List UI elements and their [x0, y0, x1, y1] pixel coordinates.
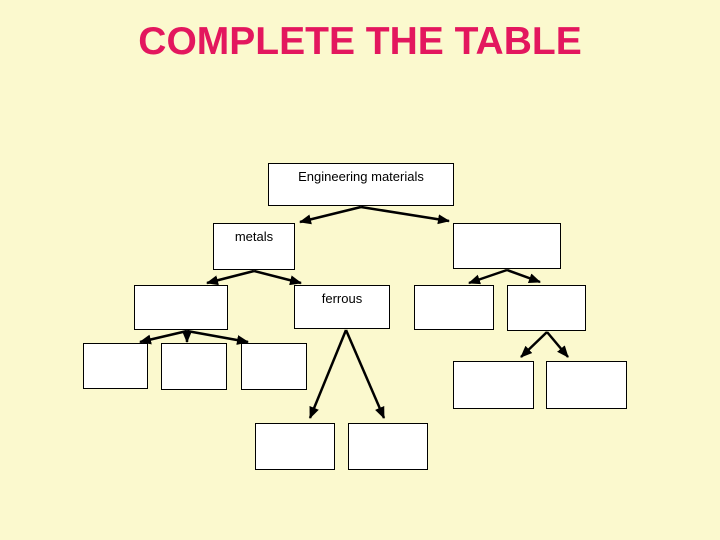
node-engineering-materials[interactable]: Engineering materials: [268, 163, 454, 206]
arrow-blank-2-to-blank-7: [186, 329, 249, 345]
arrow-blank-1-to-blank-3: [468, 268, 508, 285]
arrow-blank-4-to-blank-8: [520, 331, 548, 358]
node-blank-5[interactable]: [83, 343, 148, 389]
node-blank-2[interactable]: [134, 285, 228, 330]
arrow-blank-1-to-blank-4: [506, 268, 541, 284]
arrow-engineering-materials-to-metals: [299, 205, 362, 225]
node-metals[interactable]: metals: [213, 223, 295, 270]
node-blank-4[interactable]: [507, 285, 586, 331]
node-label: metals: [234, 229, 274, 244]
node-label: Engineering materials: [298, 169, 424, 184]
node-blank-3[interactable]: [414, 285, 494, 330]
node-blank-8[interactable]: [453, 361, 534, 409]
arrow-metals-to-blank-2: [206, 269, 255, 286]
arrow-engineering-materials-to-blank-1: [360, 205, 450, 225]
node-ferrous[interactable]: ferrous: [294, 285, 390, 329]
arrow-ferrous-to-blank-11: [344, 329, 386, 419]
slide-title: COMPLETE THE TABLE: [138, 20, 582, 63]
node-blank-9[interactable]: [546, 361, 627, 409]
node-blank-6[interactable]: [161, 343, 227, 390]
node-blank-7[interactable]: [241, 343, 307, 390]
node-label: ferrous: [321, 291, 363, 306]
arrow-ferrous-to-blank-10: [308, 329, 348, 419]
arrow-blank-2-to-blank-5: [139, 329, 188, 345]
arrow-blank-4-to-blank-9: [546, 331, 569, 358]
node-blank-11[interactable]: [348, 423, 428, 470]
arrow-metals-to-ferrous: [253, 269, 302, 286]
node-blank-1[interactable]: [453, 223, 561, 269]
node-blank-10[interactable]: [255, 423, 335, 470]
